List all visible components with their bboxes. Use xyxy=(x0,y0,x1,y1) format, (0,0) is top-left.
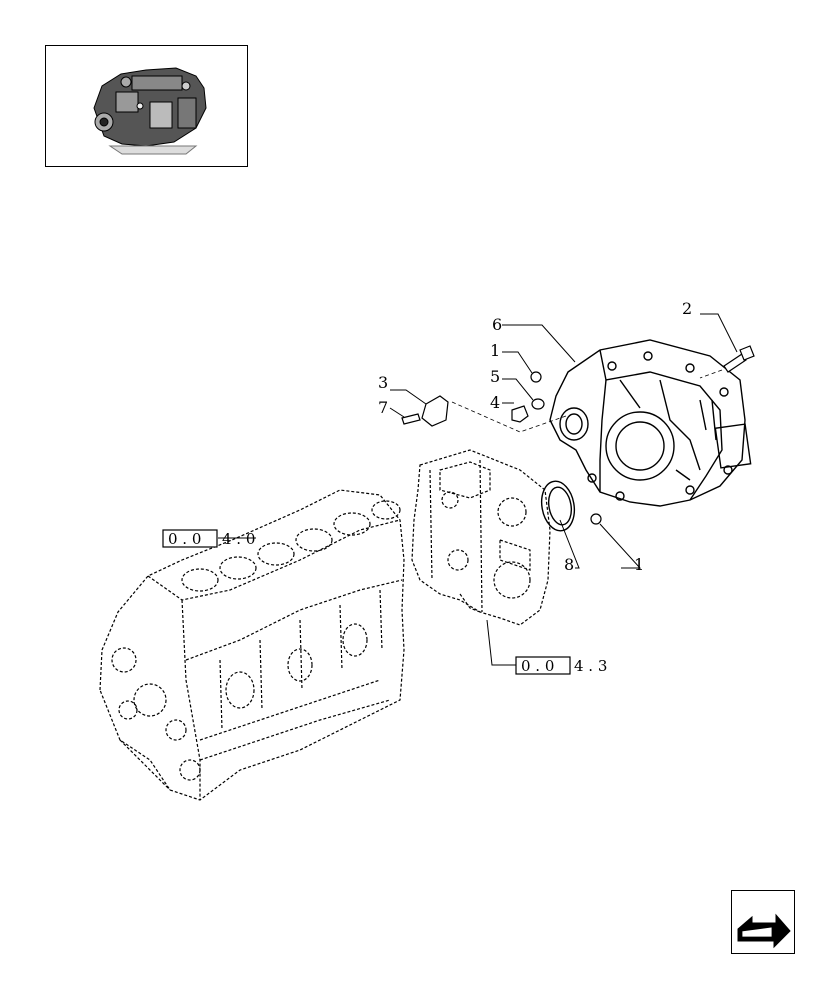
ref-box-040-boxed: 0 . 0 xyxy=(168,530,201,548)
leader-lines xyxy=(218,313,738,666)
bolt-part-2 xyxy=(723,345,755,373)
ref-box-043-rest: 4 . 3 xyxy=(574,657,607,675)
flywheel-housing xyxy=(549,339,752,507)
callout-4: 4 xyxy=(490,393,500,412)
engine-thumbnail-frame xyxy=(45,45,248,167)
callout-8: 8 xyxy=(564,555,574,574)
callout-1-bottom: 1 xyxy=(634,555,644,574)
callout-1-top: 1 xyxy=(490,341,500,360)
callout-6: 6 xyxy=(492,315,502,334)
callout-3: 3 xyxy=(378,373,388,392)
timing-plate xyxy=(411,449,551,626)
callout-7: 7 xyxy=(378,398,388,417)
cap-part-4 xyxy=(511,405,529,423)
next-page-arrow-icon xyxy=(737,913,791,949)
seal-part-8 xyxy=(540,480,576,532)
callout-5: 5 xyxy=(490,367,500,386)
cover-part-3 xyxy=(421,395,449,427)
engine-block xyxy=(99,489,405,801)
ref-box-040[interactable]: 0 . 0 4 . 0 xyxy=(162,529,255,548)
engine-thumbnail-icon xyxy=(93,67,207,155)
alignment-lines xyxy=(451,369,723,433)
plug-part-1-top xyxy=(530,371,542,383)
ref-box-040-rest: 4 . 0 xyxy=(222,530,255,548)
callout-2: 2 xyxy=(682,299,692,318)
plug-part-1-bottom xyxy=(590,513,602,525)
ref-box-043-boxed: 0 . 0 xyxy=(521,657,554,675)
ref-box-043[interactable]: 0 . 0 4 . 3 xyxy=(515,656,607,675)
o-ring-part-5 xyxy=(531,398,545,410)
screw-part-7 xyxy=(401,413,421,425)
next-page-arrow-button[interactable] xyxy=(731,890,795,954)
